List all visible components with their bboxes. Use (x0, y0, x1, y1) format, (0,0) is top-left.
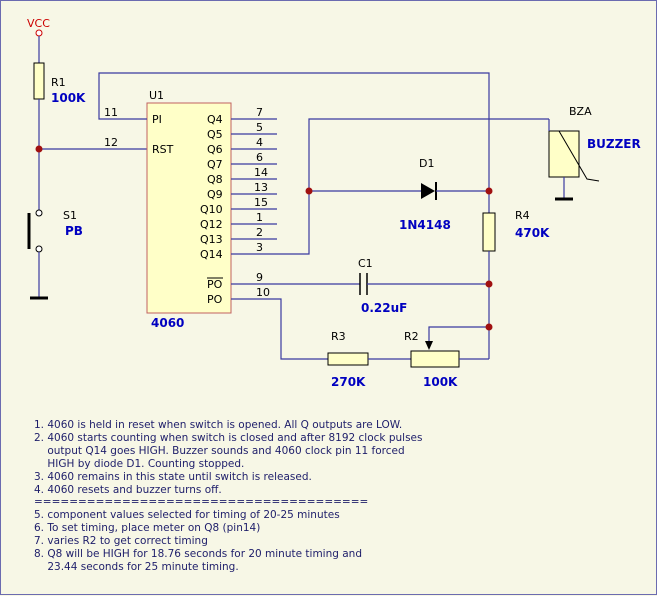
pin-label-q6: Q6 (207, 143, 223, 156)
pin-label-q5: Q5 (207, 128, 223, 141)
pin-label-q12: Q12 (200, 218, 223, 231)
pin-num-q8: 14 (254, 166, 268, 179)
note-line: 5. component values selected for timing … (34, 509, 340, 522)
ic-part: 4060 (151, 316, 184, 330)
ic-ref: U1 (149, 89, 164, 102)
pin-label-rst: RST (152, 143, 174, 156)
note-line: 23.44 seconds for 25 minute timing. (34, 560, 239, 573)
pin-num-q12: 1 (256, 211, 263, 224)
r2-value: 100K (423, 375, 458, 389)
pin-label-q13: Q13 (200, 233, 223, 246)
wire-pi-feedback (98, 72, 490, 191)
note-line: 7. varies R2 to get correct timing (34, 535, 208, 548)
pin-label-q4: Q4 (207, 113, 223, 126)
pin-label-q10: Q10 (200, 203, 223, 216)
note-line: output Q14 goes HIGH. Buzzer sounds and … (34, 444, 405, 457)
junctions (35, 145, 493, 331)
pin-num-q5: 5 (256, 121, 263, 134)
r2-wiper-wire (428, 326, 489, 347)
wire-q14-buzzer (231, 118, 549, 255)
junction-wiper (485, 323, 493, 331)
wire-po10-r3 (231, 298, 328, 360)
d1-diode (421, 183, 435, 199)
pin-label-q8: Q8 (207, 173, 223, 186)
r4-ref: R4 (515, 209, 530, 222)
pin-num-q13: 2 (256, 226, 263, 239)
vcc-label: VCC (27, 17, 50, 30)
pin-num-q14: 3 (256, 241, 263, 254)
note-line: 3. 4060 remains in this state until swit… (34, 470, 312, 483)
pin-label-pi: PI (152, 113, 162, 126)
s1-ref: S1 (63, 209, 77, 222)
note-separator: ====================================== (34, 496, 369, 509)
note-line: HIGH by diode D1. Counting stopped. (34, 457, 245, 470)
r2-ref: R2 (404, 330, 419, 343)
right-pins: Q4 Q5 Q6 Q7 Q8 Q9 Q10 Q12 Q13 Q14 7 5 4 … (200, 106, 277, 261)
r4-resistor (482, 212, 496, 252)
r1-ref: R1 (51, 76, 66, 89)
pin-label-q14: Q14 (200, 248, 223, 261)
vcc-terminal (35, 29, 43, 37)
r1-resistor (33, 62, 45, 100)
pin-label-po10: PO (207, 293, 223, 306)
pin-num-pi: 11 (104, 106, 118, 119)
buzzer-body (548, 130, 580, 178)
pin-label-po9: PO (207, 278, 223, 291)
s1-contact-bottom (35, 245, 43, 253)
r2-wiper-arrow (425, 341, 433, 350)
pin-label-q9: Q9 (207, 188, 223, 201)
r1-value: 100K (51, 91, 86, 105)
c1-value: 0.22uF (361, 301, 407, 315)
r3-resistor (327, 352, 369, 366)
s1-contact-top (35, 209, 43, 217)
note-line: 6. To set timing, place meter on Q8 (pin… (34, 522, 261, 535)
pin-num-q4: 7 (256, 106, 263, 119)
junction-diode (485, 187, 493, 195)
pin-label-q7: Q7 (207, 158, 223, 171)
buzzer-ref: BZA (569, 105, 592, 118)
r2-potentiometer (410, 350, 460, 368)
pin-num-po10: 10 (256, 286, 270, 299)
junction-c1 (485, 280, 493, 288)
pin-num-q6: 4 (256, 136, 263, 149)
c1-ref: C1 (358, 257, 373, 270)
note-line: 8. Q8 will be HIGH for 18.76 seconds for… (34, 548, 363, 561)
buzzer-value: BUZZER (587, 137, 641, 151)
r4-value: 470K (515, 226, 550, 240)
note-line: 4. 4060 resets and buzzer turns off. (34, 483, 222, 496)
s1-value: PB (65, 224, 83, 238)
pin-num-po9: 9 (256, 271, 263, 284)
note-line: 1. 4060 is held in reset when switch is … (34, 419, 403, 431)
d1-value: 1N4148 (399, 218, 451, 232)
junction-q14 (305, 187, 313, 195)
pin-num-rst: 12 (104, 136, 118, 149)
r3-value: 270K (331, 375, 366, 389)
pin-num-q10: 15 (254, 196, 268, 209)
notes-list: 1. 4060 is held in reset when switch is … (34, 419, 474, 574)
d1-ref: D1 (419, 157, 434, 170)
junction-rst (35, 145, 43, 153)
note-line: 2. 4060 starts counting when switch is c… (34, 431, 423, 444)
r3-ref: R3 (331, 330, 346, 343)
buzzer-symbol-line (558, 130, 600, 182)
pin-num-q7: 6 (256, 151, 263, 164)
pin-num-q9: 13 (254, 181, 268, 194)
